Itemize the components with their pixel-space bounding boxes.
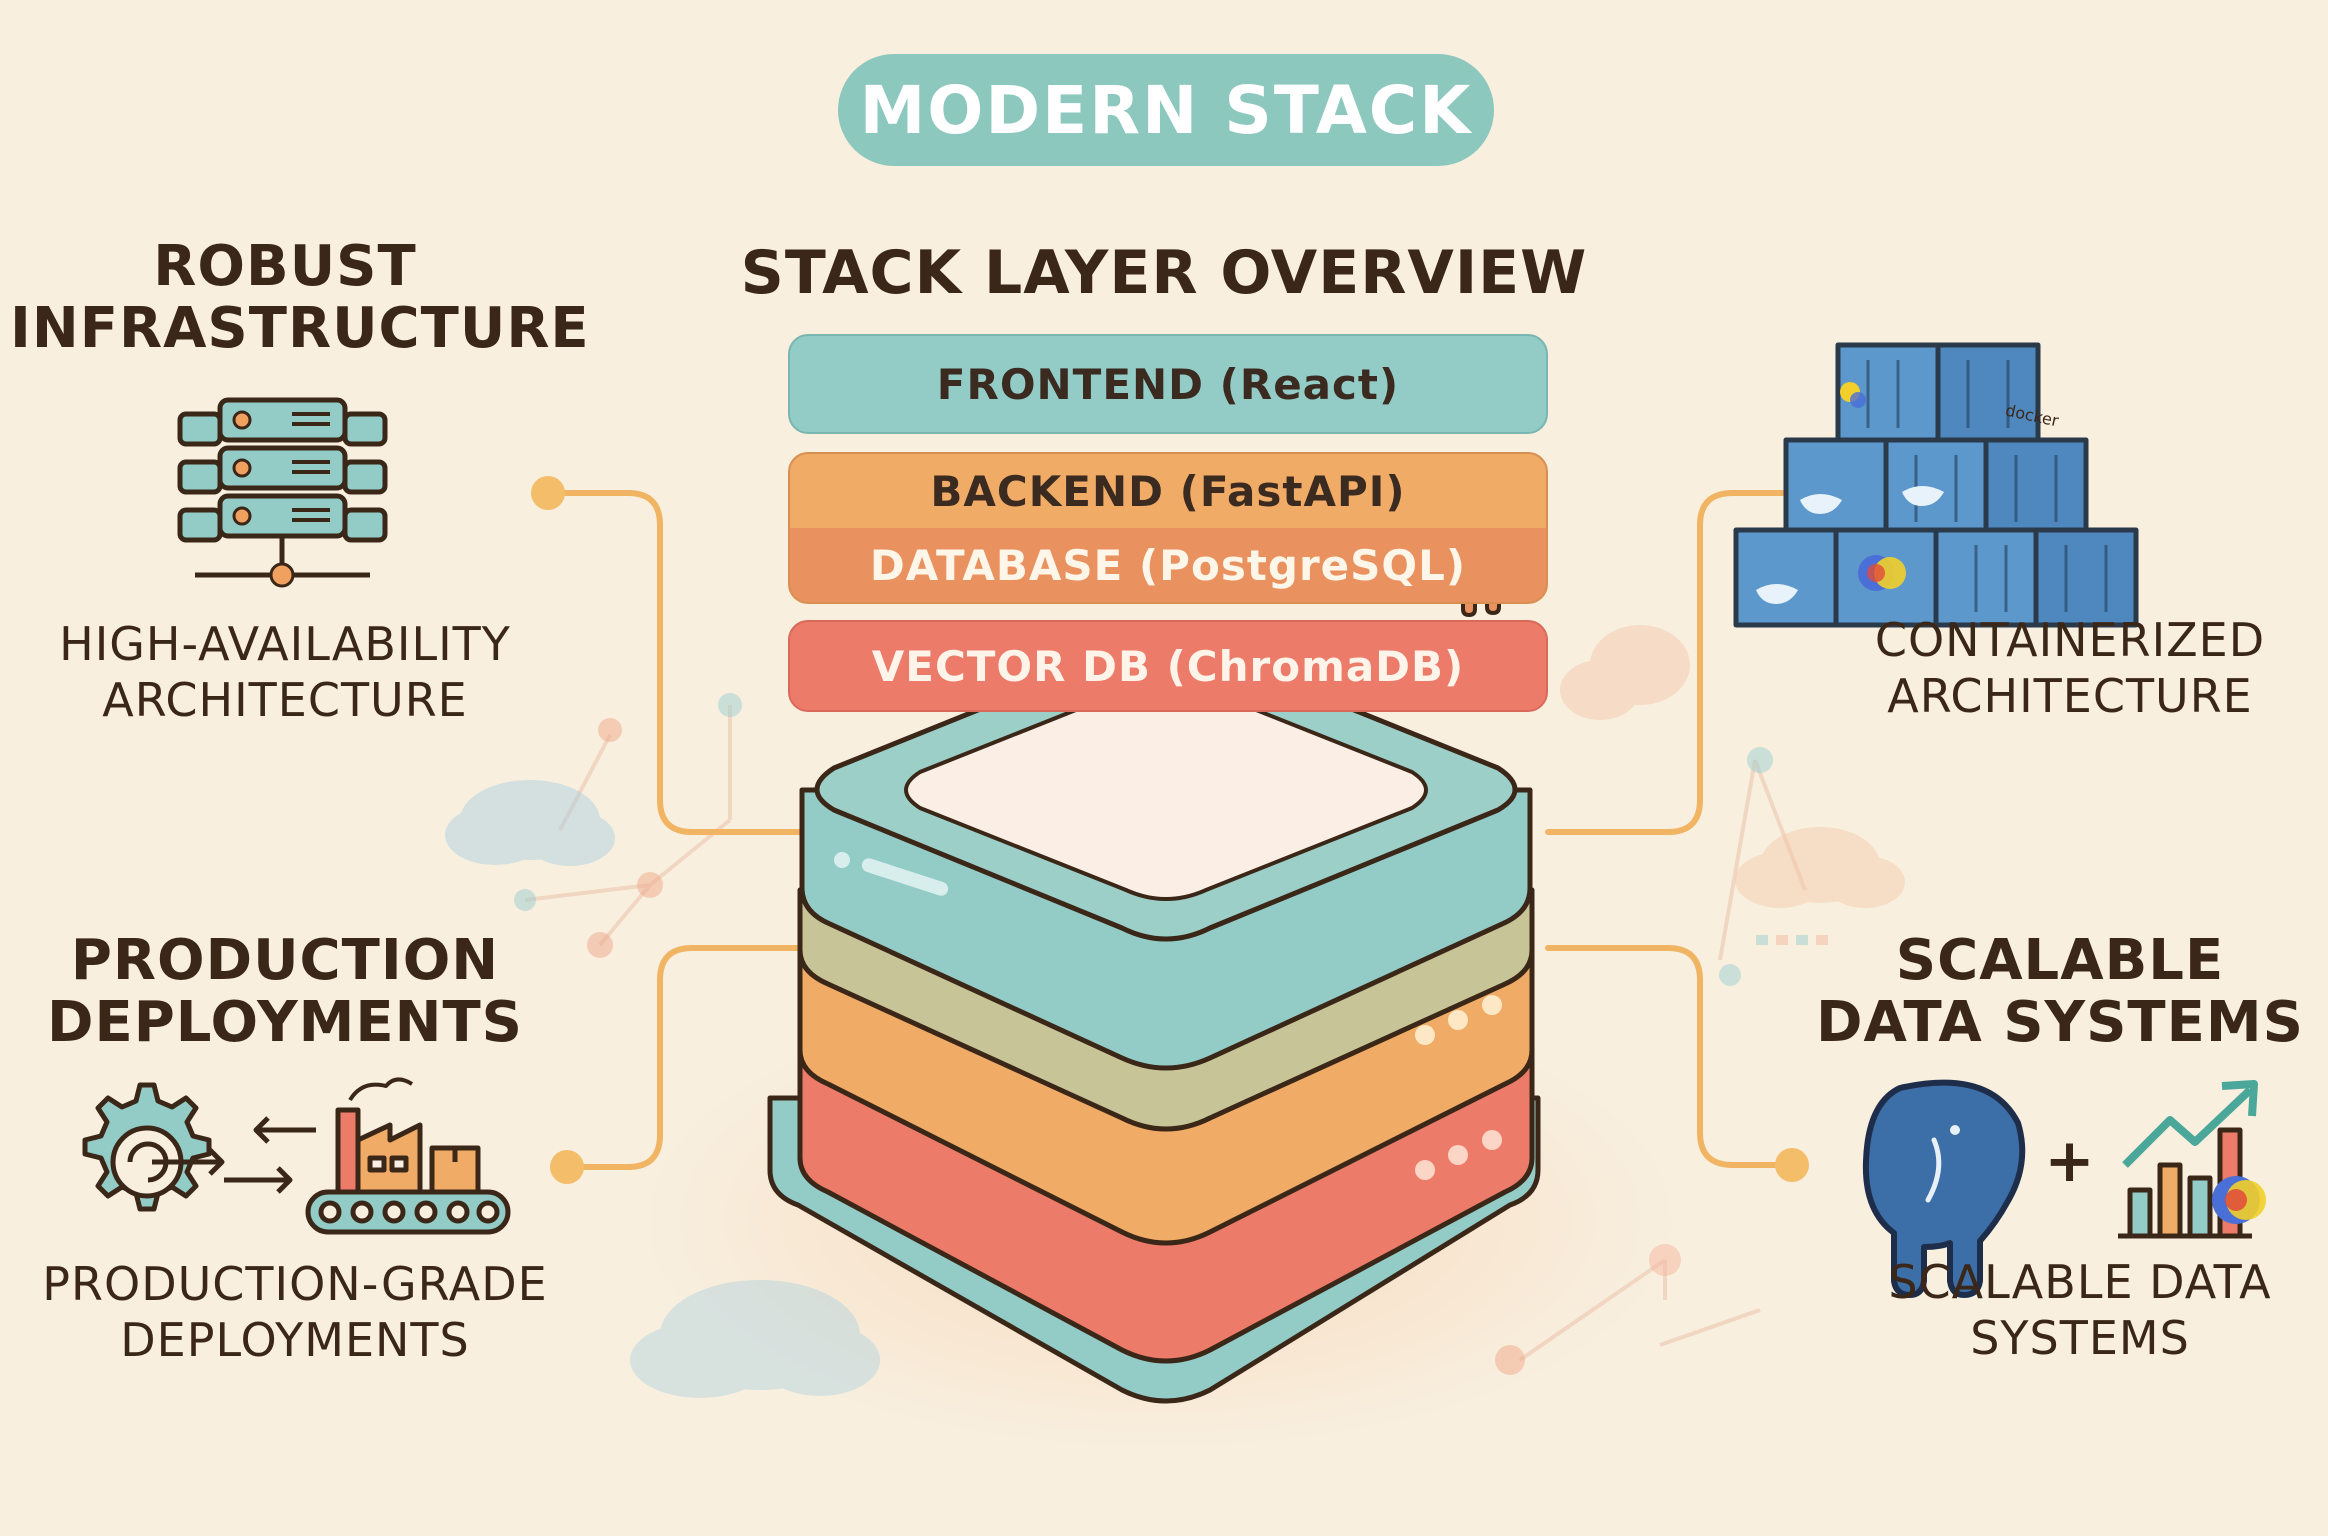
deploy-sub-line1: PRODUCTION-GRADE	[42, 1257, 548, 1311]
gear-factory-icon	[82, 1077, 511, 1235]
docker-chroma-badge	[1840, 382, 1906, 591]
containers-sub-line1: CONTAINERIZED	[1874, 613, 2266, 667]
infra-sub-line2: ARCHITECTURE	[102, 673, 468, 727]
data-sub-line2: SYSTEMS	[1970, 1311, 2190, 1365]
infra-title: ROBUST INFRASTRUCTURE	[10, 234, 590, 361]
deploy-title-line1: PRODUCTION	[70, 928, 500, 993]
data-title: SCALABLE DATA SYSTEMS	[1800, 930, 2320, 1054]
docker-containers-icon	[1733, 342, 2139, 628]
modern-stack-badge: MODERN STACK	[838, 54, 1494, 166]
server-rack-lights	[232, 410, 295, 588]
containers-sub-line2: ARCHITECTURE	[1887, 669, 2253, 723]
infra-subtitle: HIGH-AVAILABILITY ARCHITECTURE	[20, 616, 550, 728]
stack-highlights	[834, 852, 1502, 1180]
deploy-subtitle: PRODUCTION-GRADE DEPLOYMENTS	[20, 1256, 570, 1368]
layer-vector-db: VECTOR DB (ChromaDB)	[788, 620, 1548, 712]
connector-bottom-left	[564, 945, 815, 1170]
plus-sign: +	[2044, 1126, 2096, 1196]
stack-overview-title: STACK LAYER OVERVIEW	[740, 238, 1588, 308]
connector-top-left	[545, 490, 815, 835]
cloud-bottom	[630, 1280, 880, 1398]
layer-vector-label: VECTOR DB (ChromaDB)	[871, 641, 1465, 691]
layer-backend-label: BACKEND (FastAPI)	[930, 466, 1406, 516]
layer-database-label: DATABASE (PostgreSQL)	[869, 540, 1467, 590]
postgres-elephant-icon	[1862, 1079, 2026, 1298]
background-nodes	[514, 693, 1773, 1375]
deploy-sub-line2: DEPLOYMENTS	[120, 1313, 470, 1367]
docker-whale-marks	[1756, 486, 1944, 604]
data-title-line2: DATA SYSTEMS	[1816, 990, 2304, 1055]
cloud-dots	[1756, 935, 1828, 945]
deploy-title: PRODUCTION DEPLOYMENTS	[10, 930, 560, 1054]
deploy-title-line2: DEPLOYMENTS	[46, 990, 523, 1055]
connector-lines	[545, 490, 1807, 1170]
containers-subtitle: CONTAINERIZED ARCHITECTURE	[1800, 612, 2328, 724]
cloud-left	[445, 780, 615, 866]
connector-bottom-right	[1545, 945, 1795, 1168]
infra-title-line2: INFRASTRUCTURE	[10, 296, 590, 361]
server-rack-icon	[177, 397, 388, 578]
infra-sub-line1: HIGH-AVAILABILITY	[59, 617, 511, 671]
infra-title-line1: ROBUST	[153, 234, 417, 299]
layer-frontend-label: FRONTEND (React)	[936, 359, 1400, 409]
cloud-right-upper	[1560, 625, 1690, 720]
server-rack-vents	[292, 412, 330, 522]
layer-backend-database: BACKEND (FastAPI) DATABASE (PostgreSQL)	[788, 452, 1548, 604]
connector-top-right	[1545, 490, 1807, 835]
growth-chart-icon	[2118, 1080, 2266, 1239]
data-title-line1: SCALABLE	[1895, 928, 2225, 993]
data-sub-line1: SCALABLE DATA	[1888, 1255, 2272, 1309]
layer-frontend: FRONTEND (React)	[788, 334, 1548, 434]
stack-3d	[767, 638, 1541, 1404]
cloud-right	[1735, 827, 1905, 908]
data-subtitle: SCALABLE DATA SYSTEMS	[1820, 1254, 2328, 1366]
